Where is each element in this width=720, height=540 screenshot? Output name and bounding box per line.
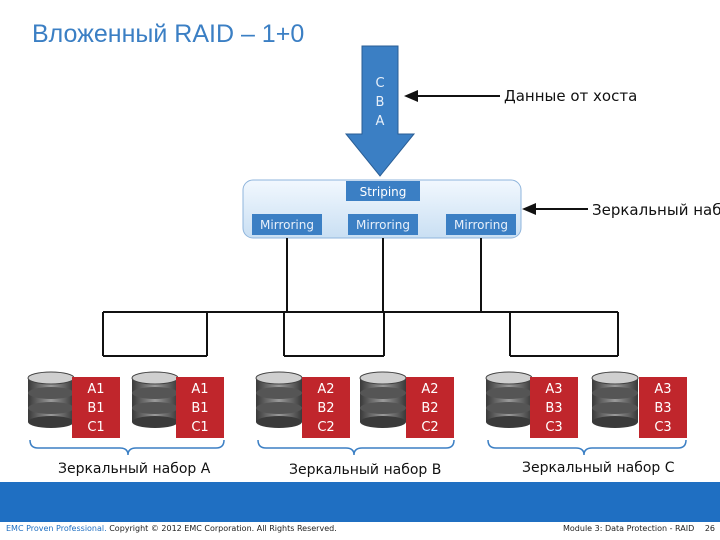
host-pointer-arrowhead <box>404 90 418 102</box>
disk-stack-1 <box>27 371 120 438</box>
disk-stack-5 <box>485 371 578 438</box>
mirroring-label-3: Mirroring <box>454 218 508 232</box>
mirroring-box-1 <box>252 214 322 235</box>
mirror-pointer-arrowhead <box>522 203 536 215</box>
disk-1-label-a: A1 <box>87 382 104 397</box>
disk-3-label-b: B2 <box>317 401 334 416</box>
mirror-set-b-label: Зеркальный набор B <box>289 462 442 478</box>
disk-5-label-b: B3 <box>545 401 562 416</box>
disk-1-label-c: C1 <box>87 420 104 435</box>
striping-box <box>346 181 420 201</box>
disk-4-label-b: B2 <box>421 401 438 416</box>
disk-5-label-a: A3 <box>545 382 562 397</box>
mirror-set-side-label: Зеркальный набо <box>592 201 720 219</box>
disk-6-label-c: C3 <box>654 420 671 435</box>
footer-module-text: Module 3: Data Protection - RAID <box>563 524 695 533</box>
footer-band <box>0 482 720 522</box>
disk-stack-2 <box>131 371 224 438</box>
host-data-label: Данные от хоста <box>504 87 638 105</box>
mirroring-label-1: Mirroring <box>260 218 314 232</box>
striping-label: Striping <box>360 185 407 199</box>
disk-3-label-c: C2 <box>317 420 334 435</box>
arrow-letter-3: А <box>376 114 385 129</box>
arrow-letter-1: С <box>375 76 384 91</box>
mirroring-box-3 <box>446 214 516 235</box>
footer-page-number: 26 <box>704 524 716 533</box>
disk-3-label-a: A2 <box>317 382 334 397</box>
disk-4-label-a: A2 <box>421 382 438 397</box>
slide-title: Вложенный RAID – 1+0 <box>32 20 305 48</box>
disk-stack-4 <box>359 371 454 438</box>
disk-6-label-b: B3 <box>654 401 671 416</box>
disk-2-label-a: A1 <box>191 382 208 397</box>
disk-1-label-b: B1 <box>87 401 104 416</box>
set-braces <box>29 439 687 456</box>
disk-4-label-c: C2 <box>421 420 438 435</box>
disk-2-label-c: C1 <box>191 420 208 435</box>
disk-stack-6 <box>591 371 687 438</box>
mirroring-box-2 <box>348 214 418 235</box>
footer-module: Module 3: Data Protection - RAID 26 <box>563 524 715 533</box>
arrow-letter-2: В <box>376 95 385 110</box>
disk-2-label-b: B1 <box>191 401 208 416</box>
footer-copyright: EMC Proven Professional. Copyright © 201… <box>6 524 337 533</box>
disk-5-label-c: C3 <box>545 420 562 435</box>
disk-6-label-a: A3 <box>654 382 671 397</box>
connection-lines <box>102 238 619 357</box>
mirror-set-a-label: Зеркальный набор A <box>58 461 211 477</box>
footer-copyright-text: Copyright © 2012 EMC Corporation. All Ri… <box>109 524 337 533</box>
footer-brand: EMC Proven Professional. <box>6 524 107 533</box>
mirror-set-c-label: Зеркальный набор C <box>522 460 675 476</box>
disk-stack-3 <box>255 371 350 438</box>
host-data-arrow <box>344 45 416 177</box>
mirroring-label-2: Mirroring <box>356 218 410 232</box>
